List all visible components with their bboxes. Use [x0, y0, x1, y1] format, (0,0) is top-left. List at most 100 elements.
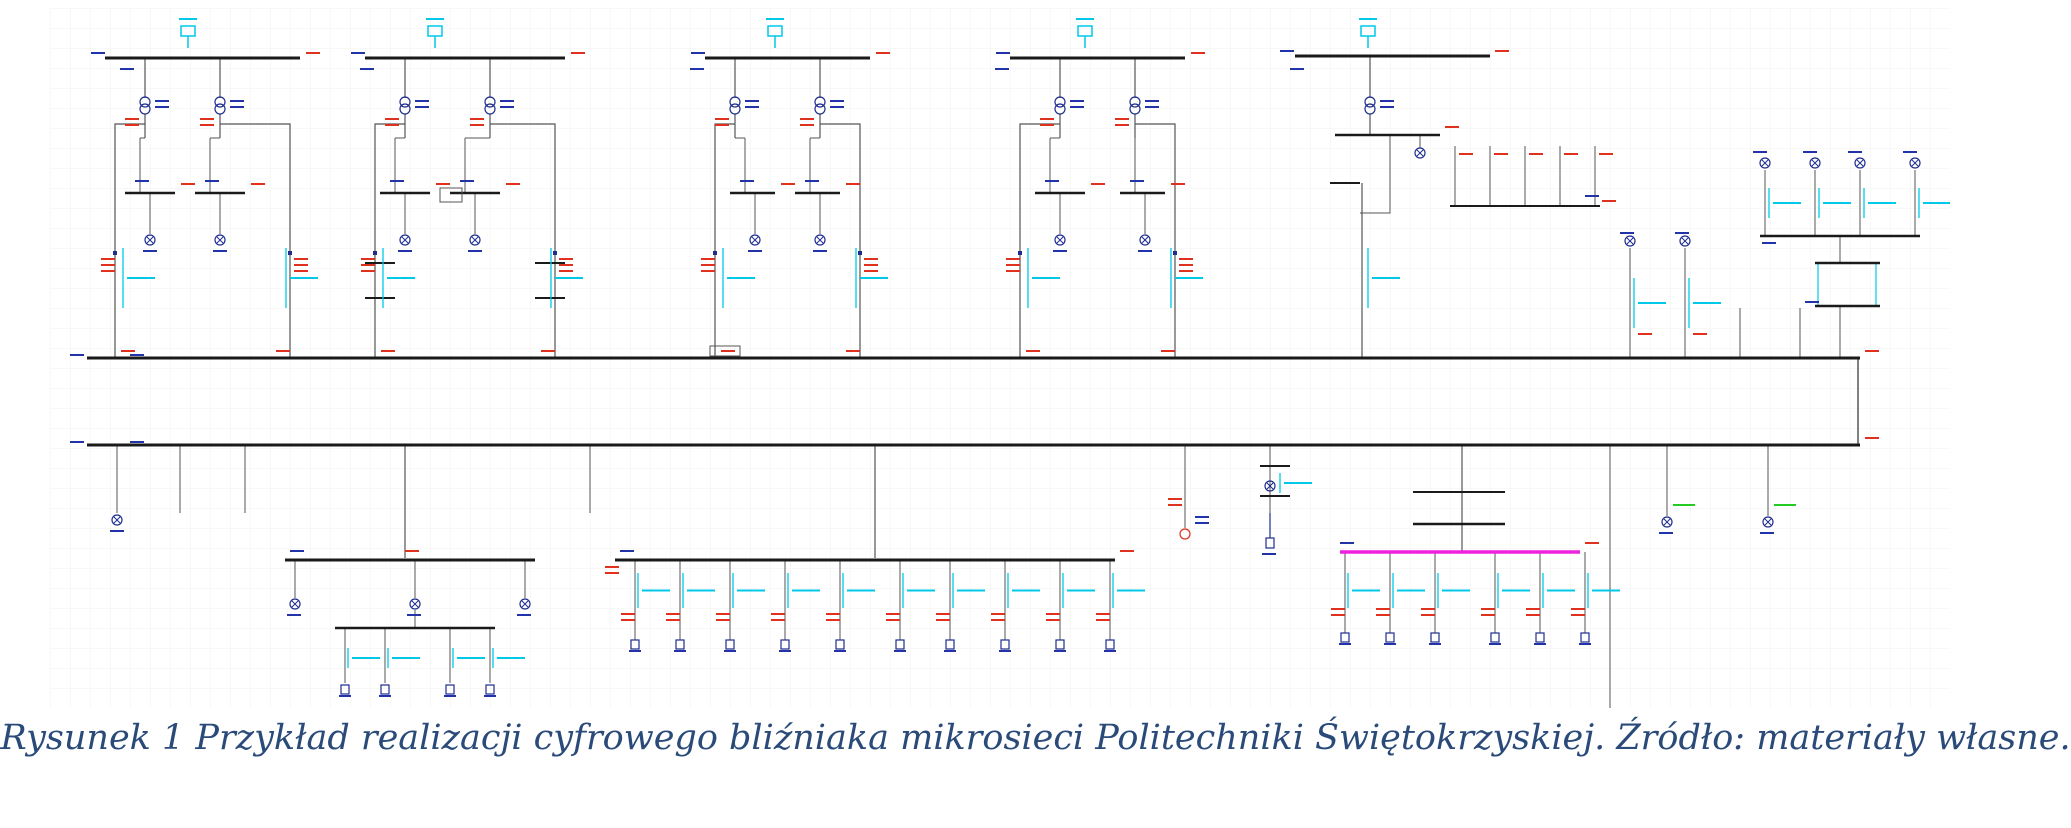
label-mark [1481, 614, 1495, 616]
label-mark [200, 118, 214, 120]
label-mark [290, 550, 304, 552]
transformer-icon [214, 96, 226, 108]
label-mark [1262, 553, 1276, 555]
label-mark [1070, 100, 1084, 102]
generator-icon [1626, 237, 1634, 245]
label-mark [120, 68, 134, 70]
label-mark [135, 180, 149, 182]
generator-icon [1681, 237, 1689, 245]
transformer-icon [1054, 96, 1066, 108]
label-mark [181, 183, 195, 185]
label-mark [1096, 613, 1110, 615]
label-mark [991, 613, 1005, 615]
cable-label-mark [290, 277, 318, 279]
cable-label-mark [1175, 277, 1203, 279]
transformer-icon [1364, 103, 1376, 115]
label-mark [813, 250, 827, 252]
cable-label-mark [352, 657, 380, 659]
label-mark [468, 250, 482, 252]
label-mark [1096, 619, 1110, 621]
label-mark [1494, 153, 1508, 155]
cable-label-mark [1372, 277, 1400, 279]
figure-caption: Rysunek 1 Przykład realizacji cyfrowego … [0, 718, 2071, 758]
label-mark [826, 613, 840, 615]
cable-label-mark [555, 277, 583, 279]
annotations [70, 50, 1950, 668]
cable-label-mark [1547, 589, 1575, 592]
transformer-icon [814, 103, 826, 115]
label-mark [1138, 250, 1152, 252]
generator-icon [289, 598, 301, 610]
label-mark [1421, 608, 1435, 610]
label-mark [1145, 106, 1159, 108]
label-mark [1585, 542, 1599, 544]
feeder-to-main [1135, 123, 1176, 358]
label-mark [276, 350, 290, 352]
generator-icon [1764, 518, 1772, 526]
ground-icon [1179, 528, 1191, 540]
label-mark [294, 258, 308, 260]
label-mark [559, 270, 573, 272]
cable-label-mark [907, 589, 935, 592]
label-mark [1526, 608, 1540, 610]
generator-icon [1762, 516, 1774, 528]
cable-label-mark [1823, 202, 1851, 204]
load-icon [1535, 632, 1545, 643]
cable-label-mark [1923, 202, 1950, 204]
transformer-icon [214, 103, 226, 115]
transformer-icon [814, 96, 826, 108]
cable-label-mark [847, 589, 875, 592]
label-mark [846, 183, 860, 185]
label-mark [1006, 270, 1020, 272]
generator-icon [1414, 147, 1426, 159]
label-mark [101, 264, 115, 266]
label-mark [506, 183, 520, 185]
generator-icon [814, 234, 826, 246]
label-mark [1599, 153, 1613, 155]
load-label-mark [779, 650, 791, 652]
cable-label-mark [1352, 589, 1380, 592]
label-mark [361, 258, 375, 260]
label-mark [1459, 153, 1473, 155]
label-mark [385, 118, 399, 120]
transformer-icon [1129, 96, 1141, 108]
buses [87, 54, 1920, 630]
cable-label-mark [1117, 589, 1145, 592]
label-mark [1179, 270, 1193, 272]
generator-icon [471, 236, 479, 244]
label-mark [864, 270, 878, 272]
transformer-icon [139, 103, 151, 115]
label-mark [110, 530, 124, 532]
label-mark [200, 124, 214, 126]
label-mark [826, 619, 840, 621]
microgrid-single-line-diagram [50, 8, 1950, 708]
label-mark [1753, 151, 1767, 153]
label-mark [701, 258, 715, 260]
generator-icon [519, 598, 531, 610]
coupler-box [709, 345, 741, 357]
generator-icon [291, 600, 299, 608]
generator-icon [1056, 236, 1064, 244]
cable-label-mark [127, 277, 155, 279]
generator-icon [1266, 482, 1274, 490]
cable-label-mark [1868, 202, 1896, 204]
load-icon [485, 684, 495, 695]
transformer-icon [484, 96, 496, 108]
label-mark [846, 350, 860, 352]
load-label-mark [894, 650, 906, 652]
generator-icon [1856, 159, 1864, 167]
generator-icon [751, 236, 759, 244]
load-label-mark [1384, 643, 1396, 645]
label-mark [864, 264, 878, 266]
label-mark [500, 100, 514, 102]
label-mark [876, 52, 890, 54]
label-mark [125, 118, 139, 120]
label-mark [716, 613, 730, 615]
label-mark [385, 124, 399, 126]
generator-icon [411, 600, 419, 608]
label-mark [1179, 264, 1193, 266]
label-mark [771, 613, 785, 615]
cable-label-mark [392, 657, 420, 659]
label-mark [415, 106, 429, 108]
generator-icon [1663, 518, 1671, 526]
